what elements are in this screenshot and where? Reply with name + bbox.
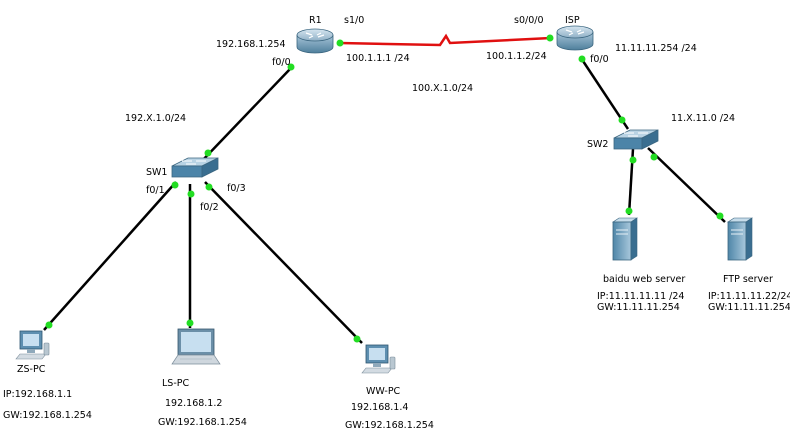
ls-pc-ip-label: 192.168.1.2 (165, 398, 222, 409)
router-r1-label: R1 (309, 15, 322, 26)
port-dot (45, 321, 53, 329)
port-dot (629, 156, 637, 164)
ftp-server-ip-label: IP:11.11.11.22/24 (708, 291, 790, 302)
isp-lan-ip-label: 11.11.11.254 /24 (615, 43, 697, 54)
switch-icon (171, 157, 219, 178)
link-sw1-zs-pc[interactable] (43, 181, 177, 331)
router-isp[interactable] (556, 25, 594, 51)
ftp-server-gw-label: GW:11.11.11.254 (708, 302, 790, 313)
switch-icon (613, 129, 659, 150)
port-dot (287, 63, 295, 71)
zs-pc-gw-label: GW:192.168.1.254 (3, 410, 92, 421)
ww-pc-name-label: WW-PC (366, 386, 401, 397)
port-dot (204, 149, 212, 157)
r1-s1-0-label: s1/0 (344, 15, 364, 26)
port-dot (650, 153, 658, 161)
r1-lan-ip-label: 192.168.1.254 (216, 39, 286, 50)
port-dot (578, 55, 586, 63)
sw1-f0-1-label: f0/1 (146, 185, 165, 196)
zs-pc-name-label: ZS-PC (17, 364, 46, 375)
server-icon (727, 217, 753, 261)
isp-wan-ip-label: 100.1.1.2/24 (486, 51, 547, 62)
pc-icon (361, 344, 396, 374)
web-server-gw-label: GW:11.11.11.254 (597, 302, 680, 313)
ls-pc[interactable] (171, 328, 221, 365)
ls-pc-name-label: LS-PC (162, 378, 189, 389)
pc-icon (15, 330, 50, 360)
baidu-web-server[interactable] (612, 217, 638, 261)
isp-f0-0-label: f0/0 (590, 54, 609, 65)
text-labels: R1 ISP s1/0 s0/0/0 192.168.1.254 f0/0 10… (3, 15, 790, 431)
ww-pc-gw-label: GW:192.168.1.254 (345, 420, 434, 431)
router-icon (296, 28, 334, 54)
port-dot (353, 335, 361, 343)
serial-link-r1-isp[interactable] (339, 33, 552, 47)
sw1-f0-3-label: f0/3 (227, 183, 246, 194)
ww-pc[interactable] (361, 344, 396, 374)
zs-pc-ip-label: IP:192.168.1.1 (3, 389, 72, 400)
port-indicators (45, 34, 724, 343)
port-dot (171, 181, 179, 189)
web-server-ip-label: IP:11.11.11.11 /24 (597, 291, 684, 302)
port-dot (546, 34, 554, 42)
ww-pc-ip-label: 192.168.1.4 (351, 402, 408, 413)
switch-sw2-label: SW2 (587, 139, 608, 150)
link-sw1-ww-pc[interactable] (204, 181, 363, 344)
r1-f0-0-label: f0/0 (272, 57, 291, 68)
router-icon (556, 25, 594, 51)
web-server-name-label: baidu web server (603, 274, 685, 285)
switch-sw2[interactable] (613, 129, 659, 150)
ftp-server-name-label: FTP server (723, 274, 773, 285)
switch-sw1[interactable] (171, 157, 219, 178)
r1-wan-ip-label: 100.1.1.1 /24 (346, 53, 410, 64)
link-r1-sw1[interactable] (199, 67, 292, 164)
port-dot (187, 190, 195, 198)
ls-pc-gw-label: GW:192.168.1.254 (158, 417, 247, 428)
link-sw2-ftp-server[interactable] (647, 147, 726, 223)
port-dot (618, 116, 626, 124)
port-dot (205, 183, 213, 191)
laptop-icon (171, 328, 221, 365)
zs-pc[interactable] (15, 330, 50, 360)
sw1-f0-2-label: f0/2 (200, 202, 219, 213)
router-r1[interactable] (296, 28, 334, 54)
port-dot (336, 39, 344, 47)
router-isp-label: ISP (565, 15, 580, 26)
server-icon (612, 217, 638, 261)
isp-s0-0-0-label: s0/0/0 (514, 15, 543, 26)
port-dot (186, 319, 194, 327)
port-dot (625, 207, 633, 215)
ftp-server[interactable] (727, 217, 753, 261)
port-dot (716, 212, 724, 220)
lan2-network-label: 11.X.11.0 /24 (671, 113, 735, 124)
switch-sw1-label: SW1 (146, 167, 167, 178)
lan1-network-label: 192.X.1.0/24 (125, 113, 186, 124)
wan-network-label: 100.X.1.0/24 (412, 83, 473, 94)
